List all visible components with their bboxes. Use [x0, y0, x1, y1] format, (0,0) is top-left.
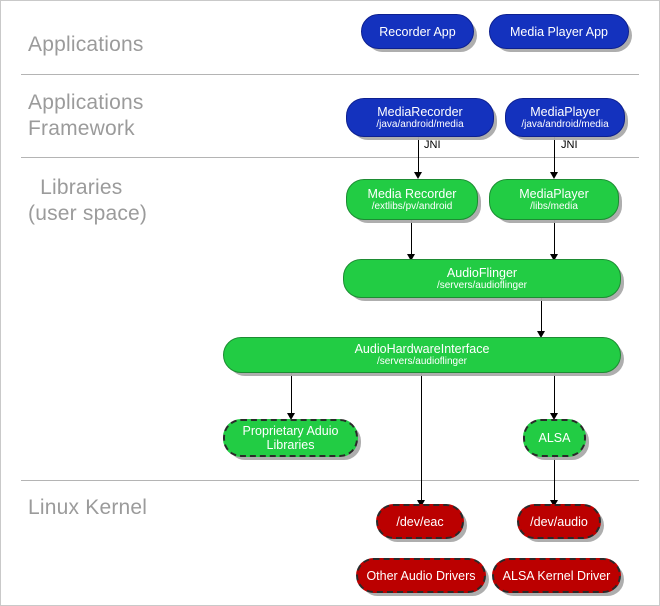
- connector-ahi-to-proprietary-libraries: [291, 373, 292, 418]
- node-other-audio-drivers[interactable]: Other Audio Drivers: [356, 558, 486, 593]
- node-alsa-title: ALSA: [538, 431, 571, 445]
- layer-label-libraries: Libraries (user space): [28, 176, 148, 225]
- node-audiohardwareinterface-title: AudioHardwareInterface: [354, 342, 490, 356]
- node-mediarecorder-framework-title: MediaRecorder: [377, 104, 463, 119]
- connector-audioflinger-to-audiohardwareinterface: [541, 298, 542, 336]
- node-media-recorder-library-path: /extlibs/pv/android: [371, 200, 453, 212]
- node-recorder-app-title: Recorder App: [379, 24, 456, 39]
- node-mediaplayer-library[interactable]: MediaPlayer /libs/media: [489, 179, 619, 220]
- node-alsa-kernel-driver[interactable]: ALSA Kernel Driver: [492, 558, 621, 593]
- divider-applications-framework: [21, 157, 639, 158]
- node-mediaplayer-framework-path: /java/android/media: [521, 118, 609, 130]
- node-media-player-app-title: Media Player App: [510, 24, 608, 39]
- arrowhead-alsa-to-dev-audio: [550, 500, 558, 507]
- node-mediaplayer-framework-title: MediaPlayer: [530, 104, 600, 119]
- node-proprietary-audio-libraries-title-line2: Libraries: [266, 438, 315, 452]
- arrowhead-ahi-to-proprietary-libraries: [287, 413, 295, 420]
- node-media-recorder-library[interactable]: Media Recorder /extlibs/pv/android: [346, 179, 478, 220]
- arrowhead-ahi-to-alsa: [550, 413, 558, 420]
- node-mediaplayer-library-title: MediaPlayer: [519, 186, 589, 201]
- node-mediaplayer-library-path: /libs/media: [530, 200, 578, 212]
- node-proprietary-audio-libraries[interactable]: Proprietary Aduio Libraries: [223, 419, 358, 457]
- node-media-player-app[interactable]: Media Player App: [489, 14, 629, 49]
- jni-label-left: JNI: [424, 139, 441, 151]
- arrowhead-audioflinger-to-audiohardwareinterface: [537, 331, 545, 338]
- node-dev-eac[interactable]: /dev/eac: [376, 504, 464, 539]
- arrowhead-mediarecorder-fw-to-lib: [414, 172, 422, 179]
- node-proprietary-audio-libraries-title: Proprietary Aduio: [242, 424, 339, 438]
- node-media-recorder-library-title: Media Recorder: [367, 186, 457, 201]
- arrowhead-ahi-to-dev-eac: [417, 500, 425, 507]
- node-alsa[interactable]: ALSA: [523, 419, 586, 457]
- divider-linux-kernel: [21, 480, 639, 481]
- connector-alsa-to-dev-audio: [554, 456, 555, 504]
- connector-mediarecorder-fw-to-lib: [418, 137, 419, 177]
- node-audioflinger-path: /servers/audioflinger: [436, 279, 528, 291]
- node-audiohardwareinterface[interactable]: AudioHardwareInterface /servers/audiofli…: [223, 337, 621, 373]
- arrowhead-mediaplayer-to-audioflinger: [550, 254, 558, 261]
- node-dev-audio[interactable]: /dev/audio: [517, 504, 601, 539]
- arrowhead-media-recorder-to-audioflinger: [407, 254, 415, 261]
- node-other-audio-drivers-title: Other Audio Drivers: [366, 568, 476, 583]
- connector-ahi-to-alsa: [554, 373, 555, 418]
- node-dev-eac-title: /dev/eac: [396, 514, 444, 529]
- layer-label-applications-framework: Applications Framework: [28, 91, 144, 140]
- node-dev-audio-title: /dev/audio: [530, 514, 588, 529]
- node-audioflinger[interactable]: AudioFlinger /servers/audioflinger: [343, 259, 621, 298]
- arrowhead-mediaplayer-fw-to-lib: [550, 172, 558, 179]
- connector-media-recorder-to-audioflinger: [411, 220, 412, 260]
- node-audioflinger-title: AudioFlinger: [446, 265, 518, 280]
- node-mediarecorder-framework[interactable]: MediaRecorder /java/android/media: [346, 98, 494, 137]
- layer-label-linux-kernel: Linux Kernel: [28, 496, 148, 519]
- layer-label-applications: Applications: [28, 33, 144, 56]
- node-mediaplayer-framework[interactable]: MediaPlayer /java/android/media: [505, 98, 625, 137]
- connector-mediaplayer-fw-to-lib: [554, 137, 555, 177]
- node-alsa-kernel-driver-title: ALSA Kernel Driver: [502, 568, 611, 583]
- node-audiohardwareinterface-path: /servers/audioflinger: [376, 356, 468, 367]
- connector-ahi-to-dev-eac: [421, 373, 422, 505]
- jni-label-right: JNI: [561, 139, 578, 151]
- node-mediarecorder-framework-path: /java/android/media: [376, 118, 464, 130]
- connector-mediaplayer-to-audioflinger: [554, 220, 555, 260]
- divider-applications: [21, 74, 639, 75]
- node-recorder-app[interactable]: Recorder App: [361, 14, 474, 49]
